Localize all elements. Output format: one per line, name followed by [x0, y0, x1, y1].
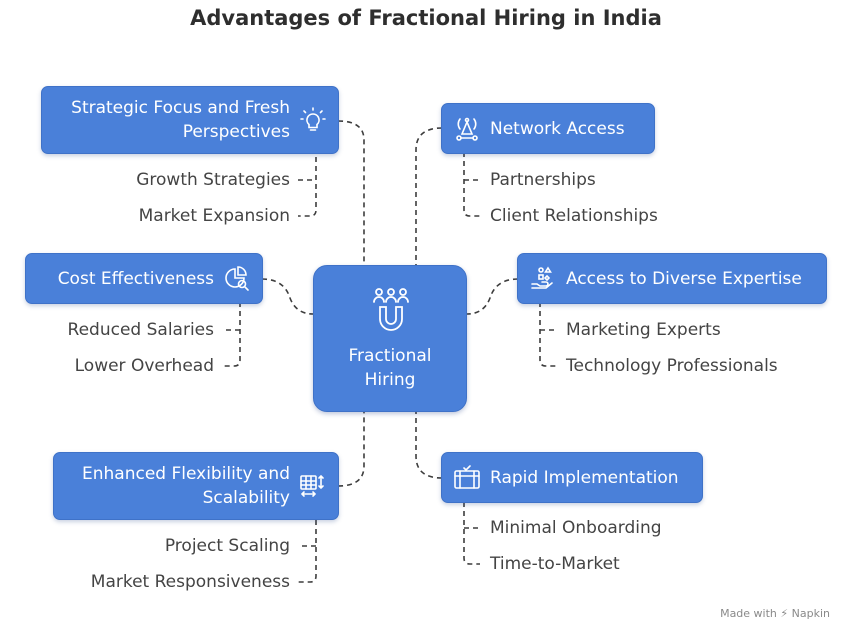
branch-rapid-implementation: Rapid Implementation [441, 452, 703, 503]
center-node-fractional-hiring: Fractional Hiring [313, 265, 467, 412]
branch-label: Network Access [490, 118, 625, 139]
item-lower-overhead: Lower Overhead [74, 356, 214, 376]
napkin-logo-icon: ⚡ [780, 607, 789, 620]
branch-cost-effectiveness: Cost Effectiveness [25, 253, 263, 304]
item-minimal-onboarding: Minimal Onboarding [490, 518, 662, 538]
center-label: Fractional Hiring [348, 346, 432, 390]
calendar-check-icon [454, 464, 480, 489]
branch-label: Rapid Implementation [490, 467, 679, 488]
item-market-responsiveness: Market Responsiveness [90, 572, 290, 592]
diagram-title: Advantages of Fractional Hiring in India [190, 6, 662, 30]
branch-diverse-expertise: Access to Diverse Expertise [517, 253, 827, 304]
item-technology-professionals: Technology Professionals [566, 356, 778, 376]
item-growth-strategies: Growth Strategies [136, 170, 290, 190]
lightbulb-icon [300, 107, 326, 131]
made-with-text: Made with [720, 607, 777, 620]
pie-chart-search-icon [225, 265, 249, 291]
shapes-hand-icon [531, 265, 553, 289]
footer-credit: Made with ⚡ Napkin [720, 607, 830, 620]
table-resize-icon [300, 474, 324, 497]
item-project-scaling: Project Scaling [164, 536, 290, 556]
branch-flexibility-scalability: Enhanced Flexibility and Scalability [53, 452, 339, 520]
item-market-expansion: Market Expansion [138, 206, 290, 226]
brand-text: Napkin [791, 607, 830, 620]
branch-network-access: Network Access [441, 103, 655, 154]
item-client-relationships: Client Relationships [490, 206, 658, 226]
branch-strategic-focus: Strategic Focus and Fresh Perspectives [41, 86, 339, 154]
network-tower-icon [456, 117, 478, 141]
branch-label: Cost Effectiveness [57, 268, 214, 289]
branch-label: Enhanced Flexibility and Scalability [81, 464, 290, 508]
item-reduced-salaries: Reduced Salaries [67, 320, 214, 340]
item-time-to-market: Time-to-Market [490, 554, 620, 574]
item-partnerships: Partnerships [490, 170, 596, 190]
item-marketing-experts: Marketing Experts [566, 320, 721, 340]
branch-label: Access to Diverse Expertise [566, 268, 802, 289]
magnet-people-icon [373, 288, 409, 331]
branch-label: Strategic Focus and Fresh Perspectives [71, 98, 290, 142]
